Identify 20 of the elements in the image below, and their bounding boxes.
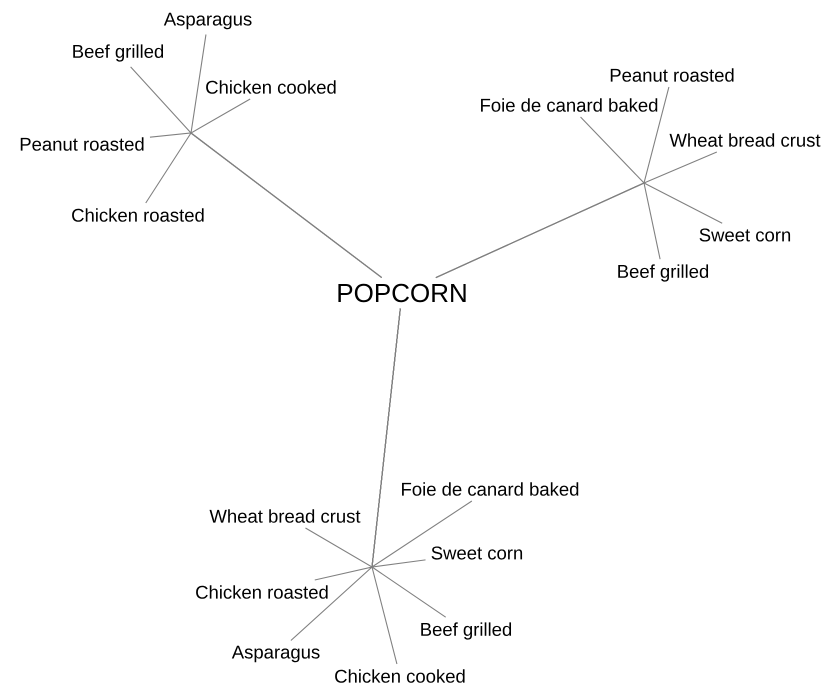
leaf-label: Asparagus xyxy=(164,12,252,30)
leaf-label: Beef grilled xyxy=(618,264,708,282)
leaf-label: Sweet corn xyxy=(700,228,790,242)
leaf-label: Asparagus xyxy=(232,646,320,662)
leaf-label: Wheat bread crust xyxy=(210,509,360,523)
leaf-label: Chicken cooked xyxy=(206,80,336,94)
leaf-label: Peanut roasted xyxy=(610,68,734,82)
branch-line xyxy=(371,308,401,664)
leaf-label: Chicken cooked xyxy=(335,669,465,683)
leaf-label: Beef grilled xyxy=(421,622,512,640)
leaf-label: Chicken roasted xyxy=(196,585,328,599)
leaf-label: Foie de canard baked xyxy=(402,482,578,496)
leaf-label: Wheat bread crust xyxy=(670,133,820,147)
branch-line xyxy=(436,182,661,278)
leaf-label: Sweet corn xyxy=(432,546,522,560)
leaf-label: Chicken roasted xyxy=(72,208,204,222)
leaf-label: Peanut roasted xyxy=(20,137,144,151)
leaf-label: Beef grilled xyxy=(73,44,164,62)
leaf-label: Foie de canard baked xyxy=(481,98,658,112)
center-label: POPCORN xyxy=(338,284,466,302)
